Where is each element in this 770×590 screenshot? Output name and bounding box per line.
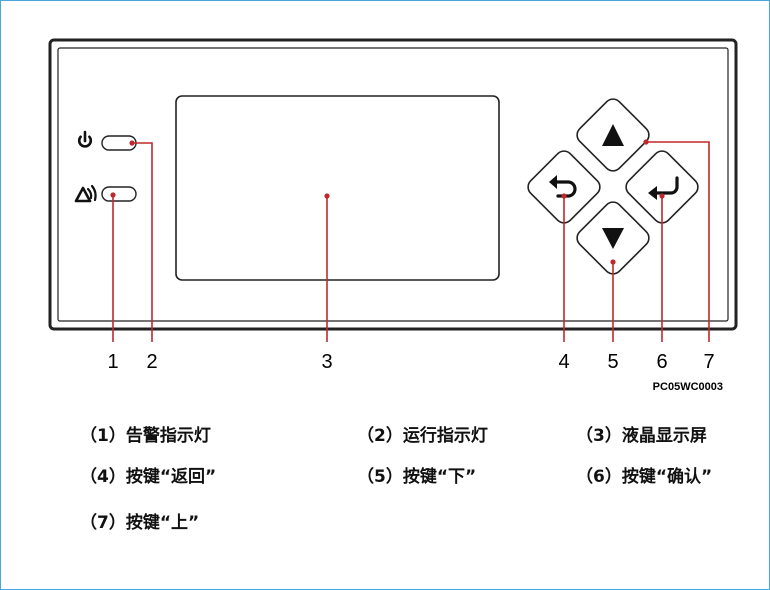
alarm-indicator-lamp (101, 186, 137, 202)
alarm-icon (74, 184, 97, 203)
panel-inner-border (57, 47, 729, 322)
leader-dot-6 (659, 193, 665, 199)
legend-item-6: （6）按键“确认” (576, 467, 713, 487)
legend-item-2: （2）运行指示灯 (357, 426, 488, 446)
triangle-down-icon (602, 228, 624, 249)
leader-line-2 (132, 142, 153, 342)
key-up[interactable] (573, 95, 652, 174)
leader-line-7 (646, 141, 710, 342)
leader-lines (112, 141, 710, 342)
triangle-up-icon (602, 124, 624, 146)
leader-dot-4 (561, 193, 567, 199)
legend-item-5: （5）按键“下” (357, 467, 477, 487)
callout-2: 2 (146, 351, 157, 373)
legend-item-1: （1）告警指示灯 (80, 426, 211, 446)
power-icon (77, 130, 93, 148)
figure-code: PC05WC0003 (653, 381, 723, 393)
key-down[interactable] (573, 198, 652, 277)
callout-1: 1 (107, 351, 118, 373)
callout-4: 4 (558, 351, 569, 373)
legend-item-7: （7）按键“上” (80, 513, 200, 533)
leader-dot-1 (110, 192, 116, 198)
callout-5: 5 (607, 351, 618, 373)
leader-dot-2 (129, 140, 135, 146)
legend-item-4: （4）按键“返回” (80, 467, 217, 487)
leader-dots (110, 139, 665, 265)
key-back[interactable] (524, 147, 603, 226)
return-arrow-icon (549, 175, 577, 198)
key-enter[interactable] (622, 147, 701, 226)
leader-dot-7 (643, 139, 649, 145)
legend-item-3: （3）液晶显示屏 (576, 426, 707, 446)
lcd-screen (175, 95, 500, 281)
leader-dot-5 (610, 259, 616, 265)
callout-3: 3 (321, 351, 332, 373)
callout-6: 6 (656, 351, 667, 373)
leader-dot-3 (324, 193, 330, 199)
callout-7: 7 (703, 351, 714, 373)
enter-arrow-icon (648, 176, 679, 200)
